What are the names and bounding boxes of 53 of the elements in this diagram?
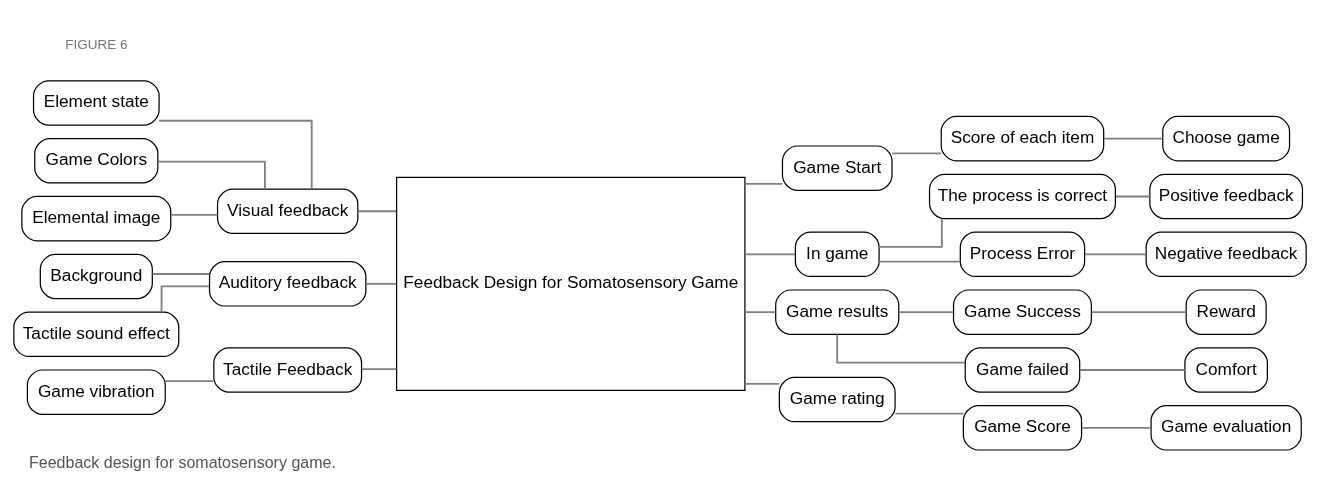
node-box: Process Error [959,231,1086,277]
node-box: Comfort [1184,346,1268,393]
connector [1078,368,1186,371]
connector [357,209,398,212]
connector [894,412,965,415]
connector [878,260,962,263]
node-box: Visual feedback [216,187,359,234]
connector [1115,195,1151,197]
connector [744,252,796,255]
node-box: Background [39,253,153,299]
node-box: The process is correct [928,173,1116,219]
node-box: Tactile Feedback [213,346,363,393]
node-box: Game Score [962,404,1083,451]
node-box: Game Success [952,288,1092,335]
node-box: In game [794,231,880,277]
connector [744,182,784,185]
caption: Feedback design for somatosensory game. [29,453,336,471]
node-box: Auditory feedback [208,260,367,307]
node-box: Tactile sound effect [13,311,180,357]
connector [897,310,955,313]
connector [891,151,943,154]
node-box: Game Colors [34,137,159,184]
connector [1090,310,1187,313]
connector [744,382,781,385]
connector [160,284,211,313]
node-box: Game vibration [26,368,166,415]
connector [158,119,313,190]
node-box: Feedback Design for Somatosensory Game [396,176,746,391]
node-box: Reward [1185,288,1267,335]
label: FIGURE 6 [65,36,128,52]
node-box: Game failed [964,346,1081,393]
connector [164,379,215,382]
node-box: Element state [32,79,160,126]
connector [1081,426,1152,429]
connector [1103,137,1164,140]
node-box: Positive feedback [1149,173,1304,219]
node-box: Game results [775,288,900,335]
connector [744,310,777,313]
connector [1083,252,1147,255]
connector [169,213,219,216]
connector [360,367,398,370]
connector [365,282,398,285]
connector [836,333,966,364]
node-box: Game evaluation [1150,404,1302,451]
node-box: Elemental image [21,195,172,241]
node-box: Negative feedback [1145,231,1307,277]
connector [157,160,266,190]
connector [151,272,211,275]
node-box: Game Start [781,144,893,191]
node-box: Score of each item [940,115,1105,161]
node-box: Choose game [1162,115,1291,161]
node-box: Game rating [778,376,896,422]
connector [878,217,943,248]
